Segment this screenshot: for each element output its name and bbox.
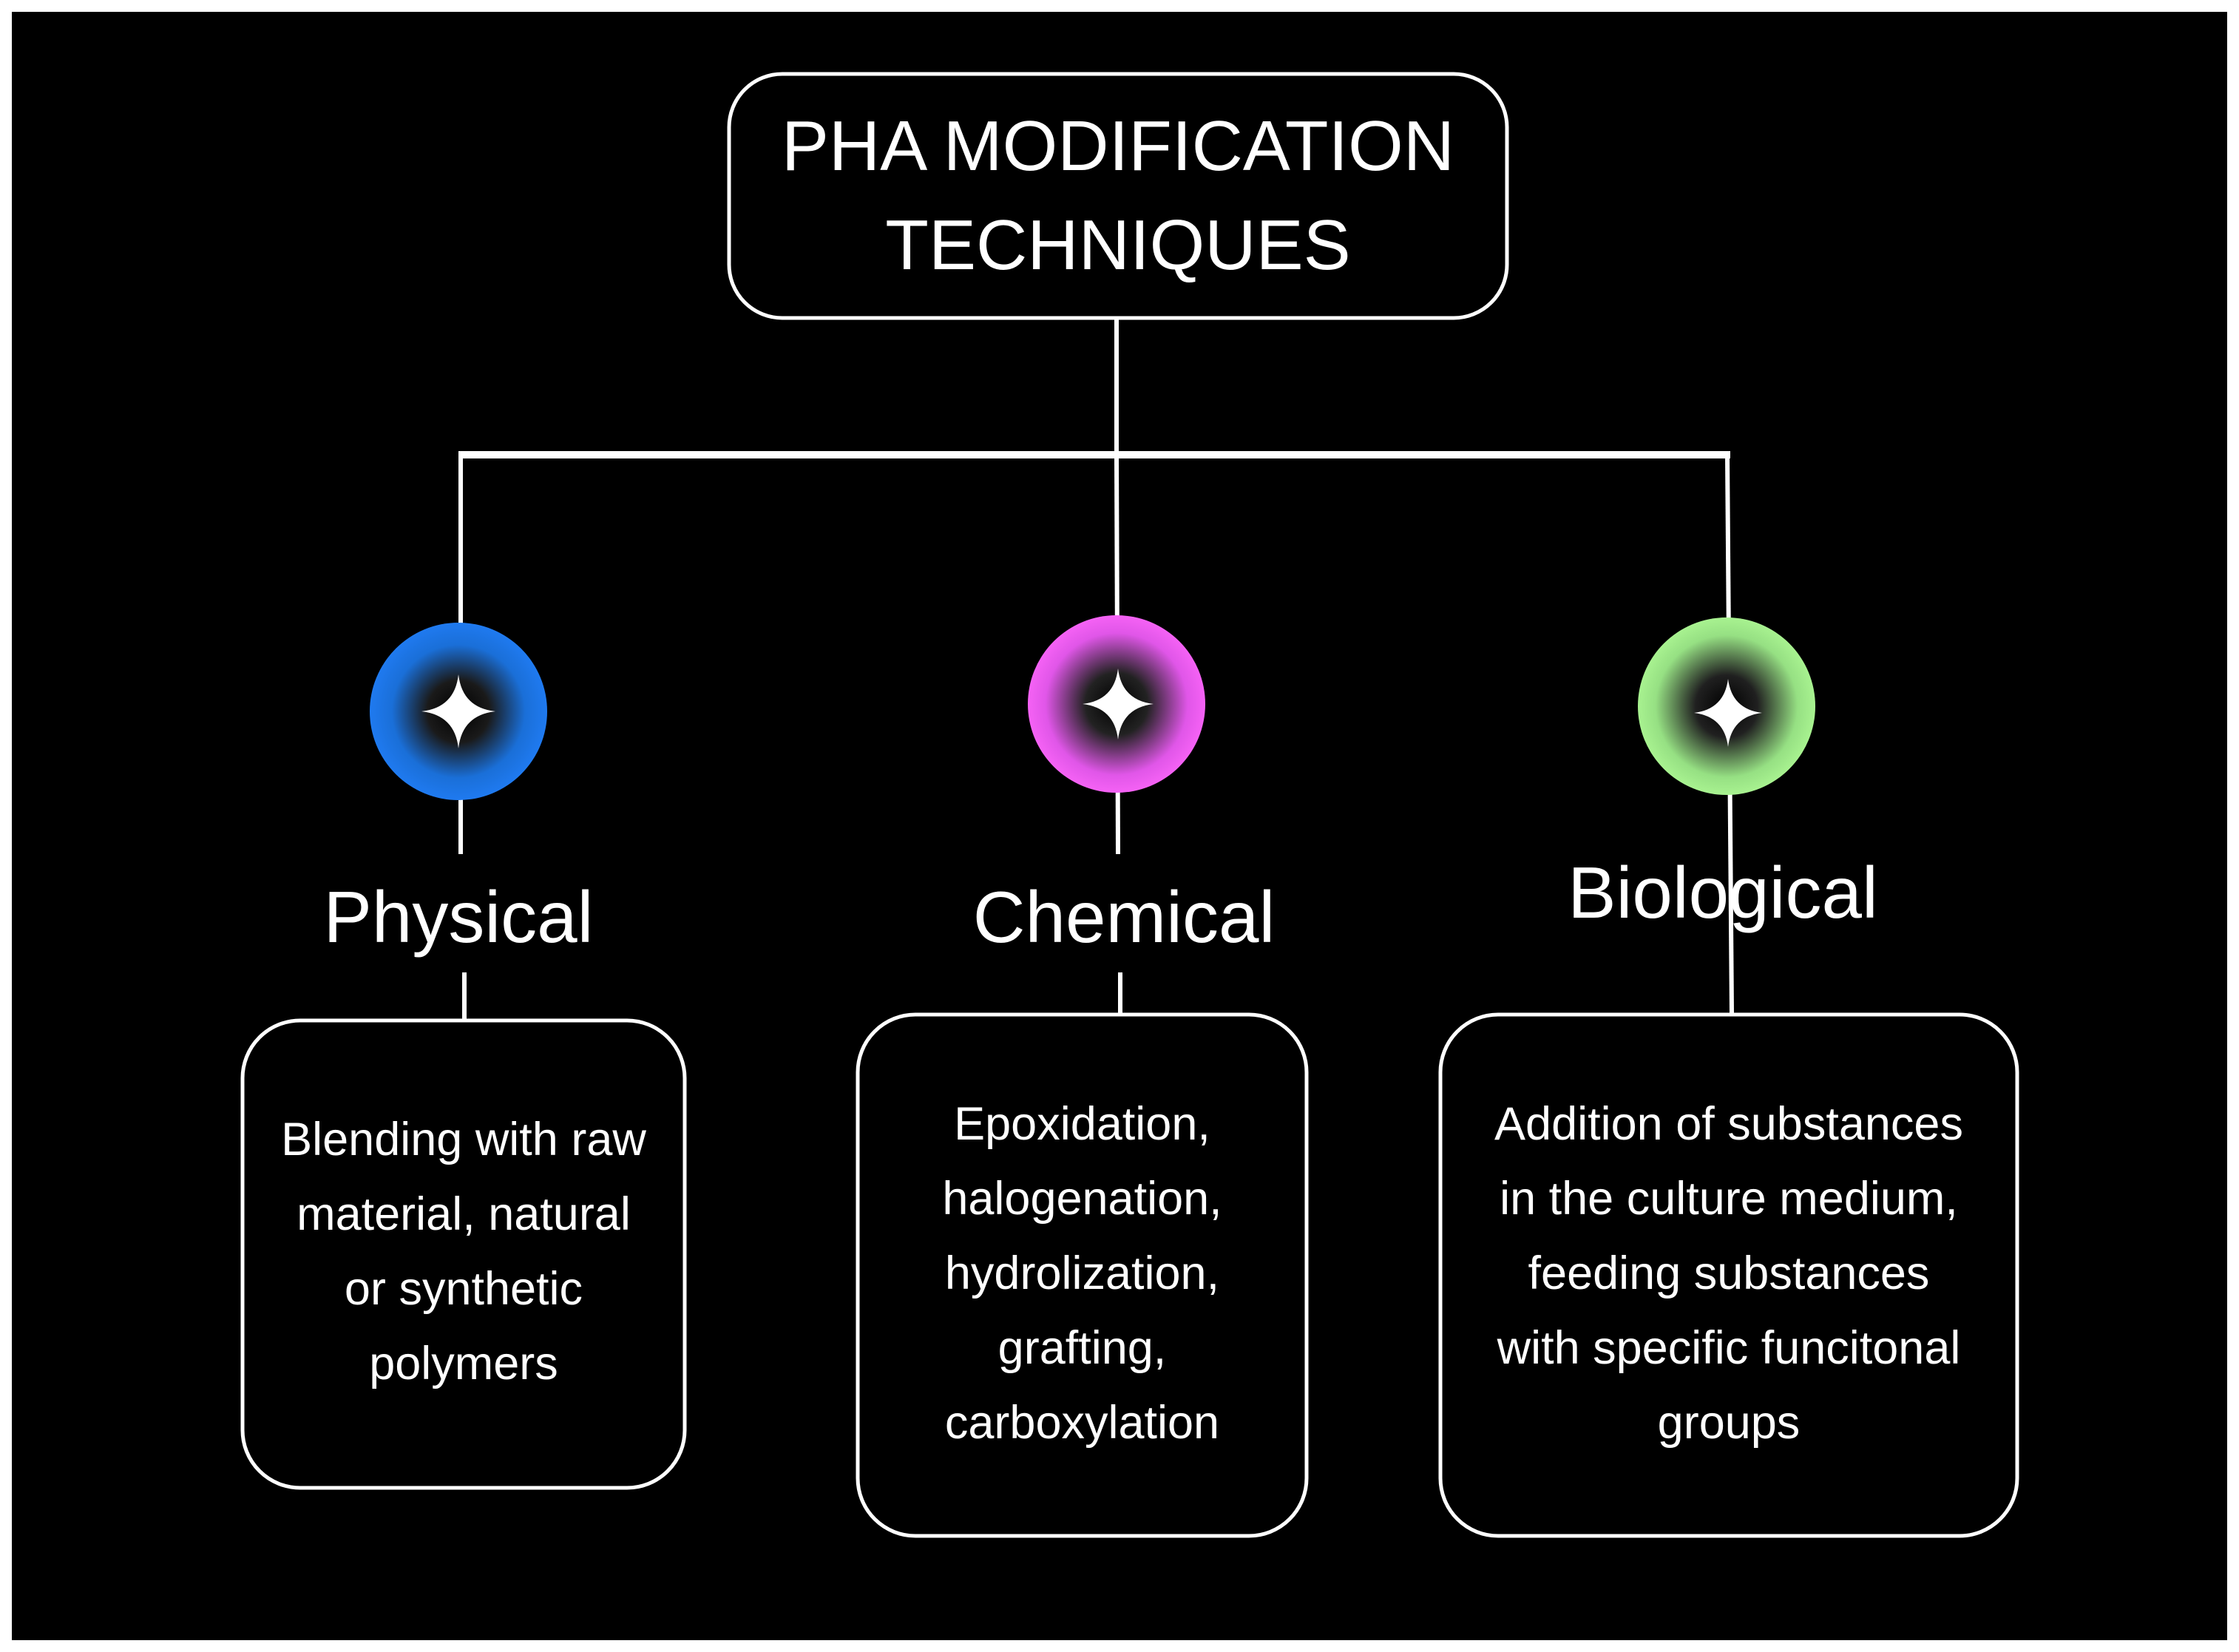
- sparkle-icon: [1694, 679, 1762, 747]
- chemical-box: [856, 1012, 1309, 1538]
- sparkle-icon: [1083, 668, 1154, 739]
- sparkle-icon: [421, 674, 495, 748]
- category-chemical: Chemical: [972, 876, 1276, 958]
- biological-description: Addition of substances in the culture me…: [1494, 1097, 1963, 1449]
- diagram-title: PHA MODIFICATION TECHNIQUES: [781, 106, 1455, 285]
- biological-box: [1438, 1012, 2019, 1538]
- category-biological: Biological: [1568, 852, 1878, 933]
- physical-box: [240, 1018, 687, 1490]
- chemical-description: Epoxidation, halogenation, hydrolization…: [942, 1097, 1222, 1449]
- category-physical: Physical: [323, 876, 594, 958]
- physical-description: Blending with raw material, natural or s…: [281, 1113, 646, 1389]
